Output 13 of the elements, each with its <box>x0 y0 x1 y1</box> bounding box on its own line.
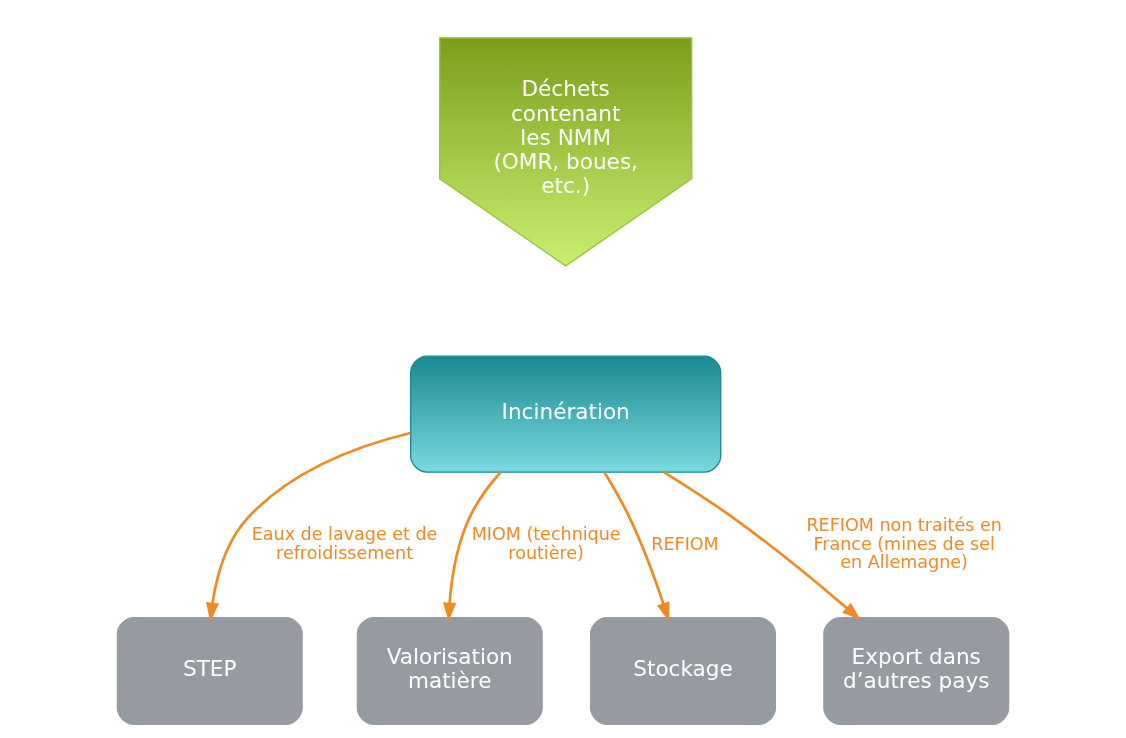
node-box: Stockage <box>589 617 777 725</box>
edge-label: MIOM (technique routière) <box>471 524 621 563</box>
node-box: STEP <box>116 617 303 725</box>
arrow <box>205 431 411 622</box>
arrow <box>663 471 861 621</box>
node-box: Valorisation matière <box>356 617 543 725</box>
arrow <box>603 471 670 622</box>
arrow <box>443 471 502 622</box>
edge-label: Eaux de lavage et de refroidissement <box>251 524 438 563</box>
node-box: Export dans d’autres pays <box>823 617 1010 725</box>
edge-label: REFIOM non traités en France (mines de sel en Allemagne) <box>806 514 1002 573</box>
edge-label: REFIOM <box>651 533 719 554</box>
node-box: Incinération <box>409 355 722 473</box>
